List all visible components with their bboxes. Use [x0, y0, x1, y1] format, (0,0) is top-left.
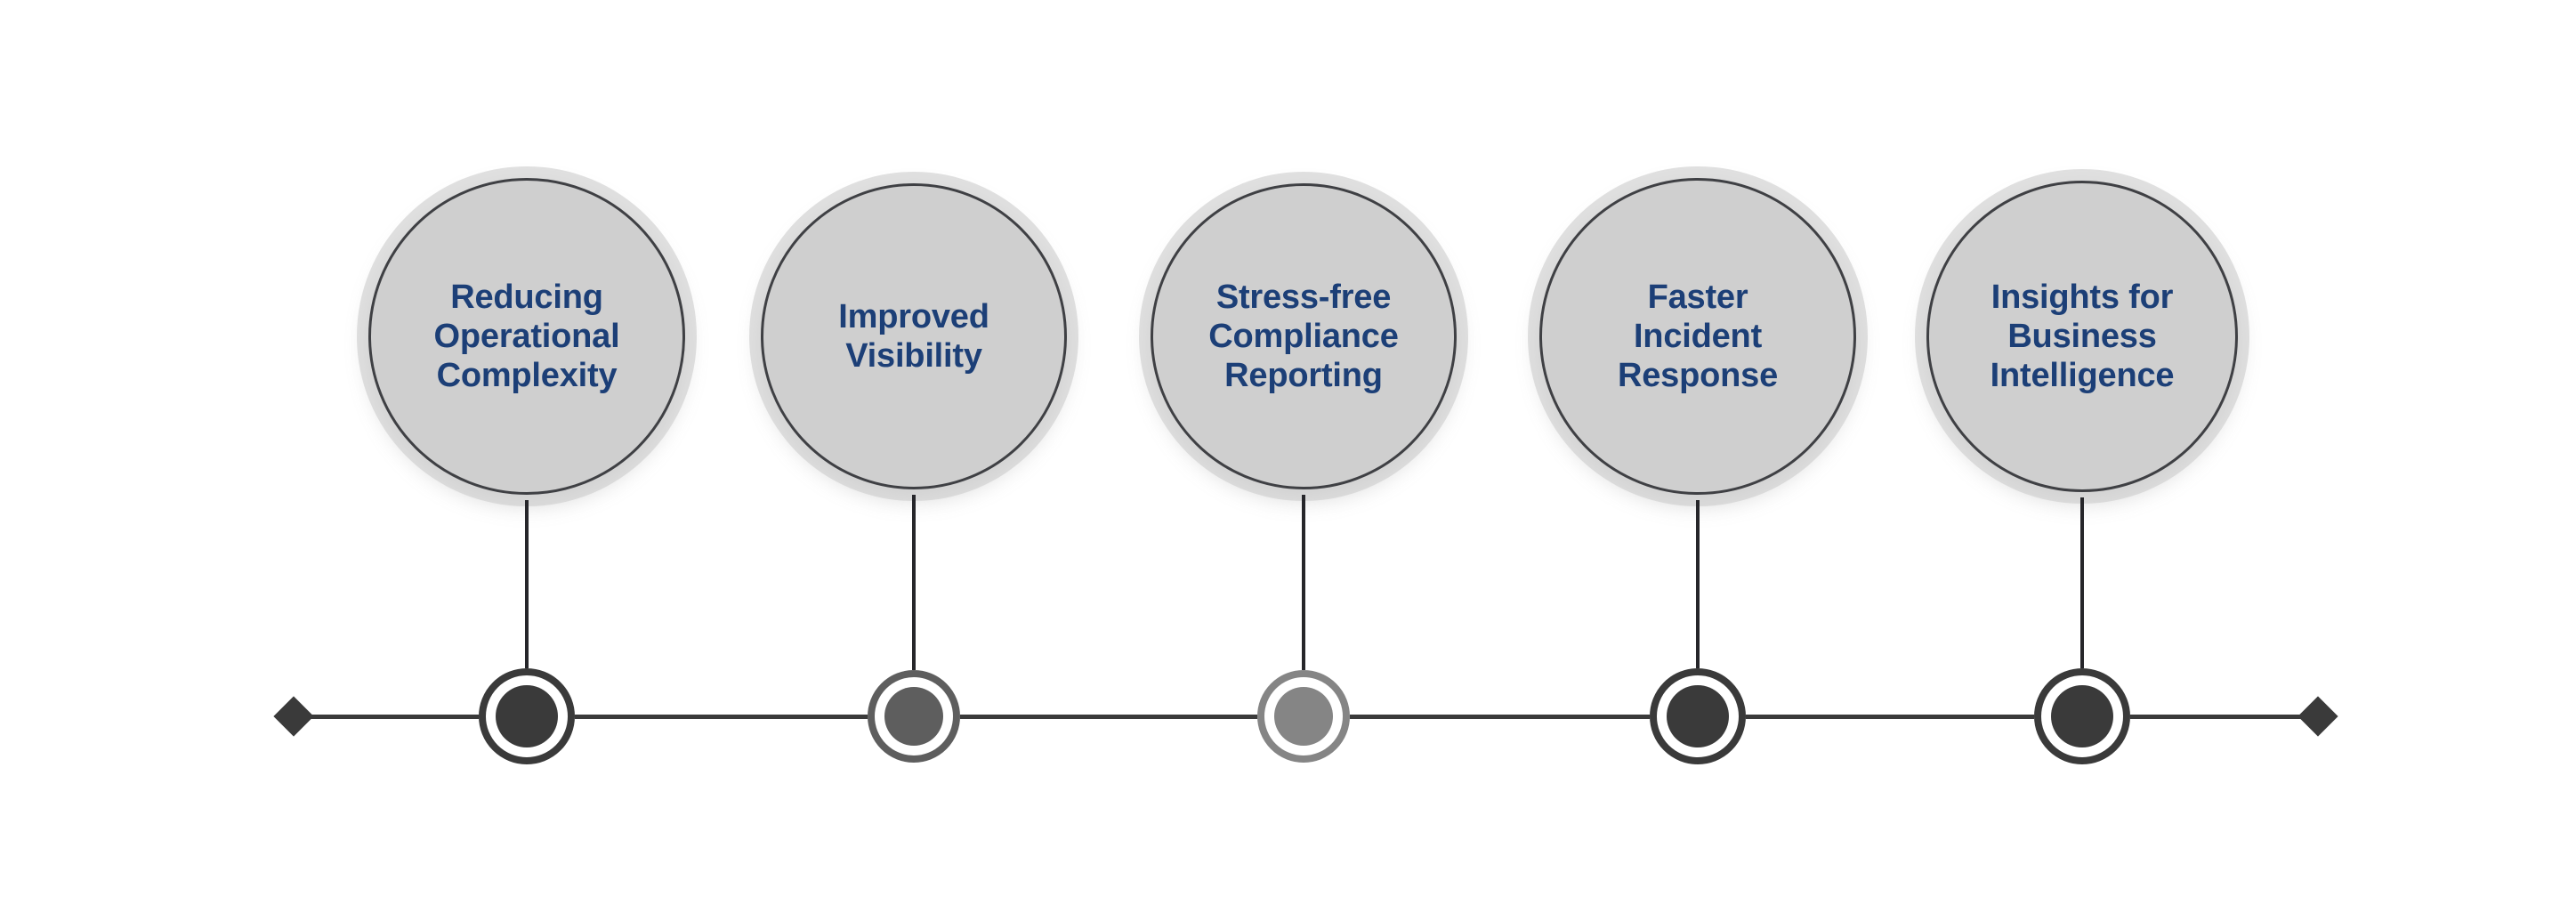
timeline-marker-dot — [1667, 685, 1729, 747]
timeline-marker-2[interactable] — [868, 670, 960, 763]
timeline-node-connector — [912, 495, 916, 670]
timeline-marker-1[interactable] — [479, 668, 575, 764]
timeline-node-connector — [1302, 495, 1305, 670]
timeline-left-diamond-icon — [273, 696, 314, 737]
timeline-node-bubble-5[interactable]: Insights for Business Intelligence — [1926, 181, 2238, 492]
timeline-marker-dot — [884, 687, 943, 746]
timeline-marker-dot — [2051, 685, 2113, 747]
timeline-marker-ring — [1257, 670, 1350, 763]
timeline-node-label: Insights for Business Intelligence — [1990, 278, 2175, 395]
timeline-marker-ring — [479, 668, 575, 764]
timeline-marker-ring — [1650, 668, 1746, 764]
timeline-node-bubble-3[interactable]: Stress-free Compliance Reporting — [1151, 183, 1457, 489]
timeline-node-label: Improved Visibility — [838, 297, 989, 375]
timeline-marker-dot — [496, 685, 558, 747]
timeline-marker-ring — [868, 670, 960, 763]
timeline-marker-ring — [2034, 668, 2130, 764]
timeline-node-bubble-1[interactable]: Reducing Operational Complexity — [368, 178, 685, 495]
timeline-node-connector — [525, 500, 529, 668]
timeline-node-connector — [1696, 500, 1700, 668]
timeline-node-label: Faster Incident Response — [1617, 278, 1778, 395]
timeline-right-diamond-icon — [2297, 696, 2338, 737]
timeline-marker-5[interactable] — [2034, 668, 2130, 764]
timeline-node-label: Stress-free Compliance Reporting — [1208, 278, 1399, 395]
timeline-node-connector — [2080, 497, 2084, 668]
timeline-marker-dot — [1274, 687, 1333, 746]
timeline-node-bubble-4[interactable]: Faster Incident Response — [1539, 178, 1856, 495]
timeline-node-bubble-2[interactable]: Improved Visibility — [761, 183, 1067, 489]
timeline-marker-3[interactable] — [1257, 670, 1350, 763]
timeline-node-label: Reducing Operational Complexity — [433, 278, 620, 395]
timeline-marker-4[interactable] — [1650, 668, 1746, 764]
